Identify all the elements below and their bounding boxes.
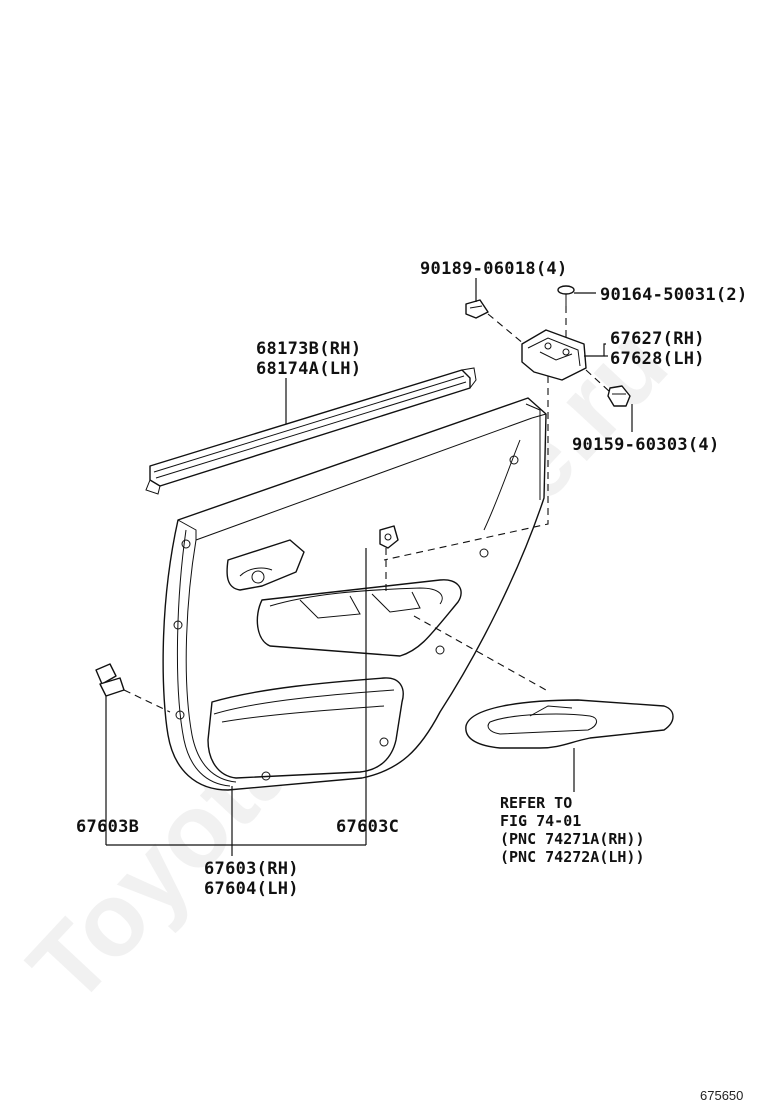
refer-line-3: (PNC 74271A(RH)) [500,830,645,848]
label-90159-60303: 90159-60303(4) [572,435,720,455]
label-67604-lh: 67604(LH) [204,879,299,899]
label-67627-rh: 67627(RH) [610,329,705,349]
door-weatherstrip [145,367,477,495]
clip-67603c-part [379,525,399,549]
clip-90159-part [607,385,631,407]
label-67603b: 67603B [76,817,139,837]
illustration-code: 675650 [700,1088,743,1103]
leader-lines [105,278,633,856]
refer-line-4: (PNC 74272A(LH)) [500,848,645,866]
bracket-67627-part [521,329,587,381]
label-68173b-rh: 68173B(RH) [256,339,361,359]
screw-90164-part [557,285,575,306]
label-67603-rh: 67603(RH) [204,859,299,879]
nut-90189-part [465,299,489,319]
label-90164-50031: 90164-50031(2) [600,285,748,305]
label-67603c: 67603C [336,817,399,837]
refer-line-2: FIG 74-01 [500,812,581,830]
refer-line-1: REFER TO [500,794,572,812]
door-trim-board [162,397,547,791]
label-90189-06018: 90189-06018(4) [420,259,568,279]
assembly-lines [123,306,611,713]
armrest-base-part [465,699,674,749]
clip-67603b-part [95,663,125,697]
label-68174a-lh: 68174A(LH) [256,359,361,379]
label-67628-lh: 67628(LH) [610,349,705,369]
